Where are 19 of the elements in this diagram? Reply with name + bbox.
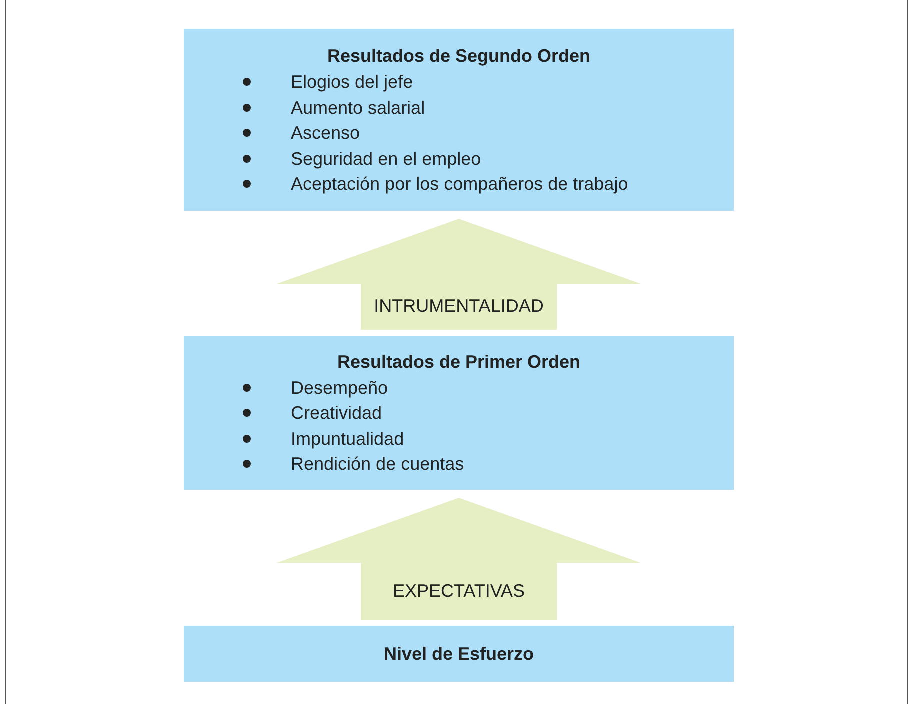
list-item: Desempeño bbox=[291, 376, 388, 399]
edge-label: INTRUMENTALIDAD bbox=[374, 297, 544, 315]
list-item: Elogios del jefe bbox=[291, 71, 414, 93]
box-heading: Resultados de Segundo Orden bbox=[327, 45, 591, 68]
result-box bbox=[184, 626, 734, 682]
list-item: Creatividad bbox=[291, 402, 382, 424]
result-box bbox=[184, 336, 734, 490]
list-item: Seguridad en el empleo bbox=[291, 148, 482, 170]
edge-label: EXPECTATIVAS bbox=[392, 582, 526, 600]
list-item: Ascenso bbox=[291, 122, 360, 144]
list-item: Rendición de cuentas bbox=[291, 453, 464, 476]
list-item: Impuntualidad bbox=[291, 428, 404, 450]
block-arrow bbox=[277, 498, 641, 620]
box-heading: Resultados de Primer Orden bbox=[337, 351, 581, 374]
box-heading: Nivel de Esfuerzo bbox=[384, 643, 534, 666]
result-box bbox=[184, 29, 734, 211]
list-item: Aumento salarial bbox=[291, 96, 426, 118]
block-arrow bbox=[277, 219, 641, 330]
list-item: Aceptación por los compañeros de trabajo bbox=[291, 173, 628, 195]
